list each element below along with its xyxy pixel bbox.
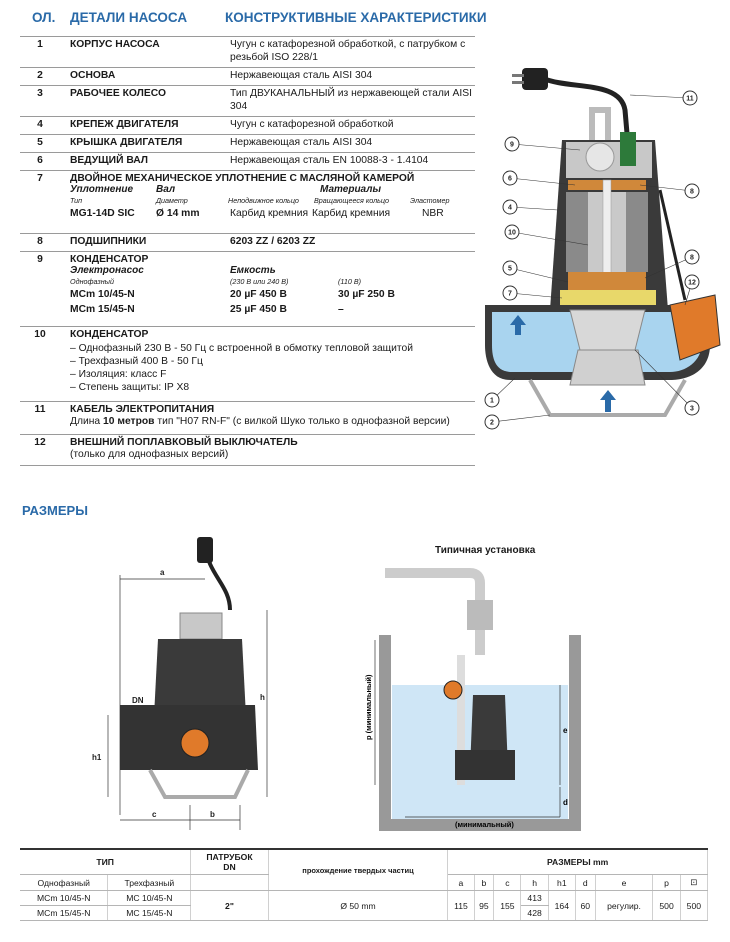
- th-col: d: [575, 874, 596, 891]
- dim-label-sq: (минимальный): [455, 820, 514, 829]
- arrow-up-icon: [510, 315, 526, 335]
- callout-label: 8: [690, 255, 694, 262]
- motor-cover: [179, 612, 223, 640]
- motor-specs: – Однофазный 230 В - 50 Гц с встроенной …: [70, 343, 413, 393]
- table-row: MCm 10/45-N MC 10/45-N 2" Ø 50 mm 115 95…: [20, 890, 709, 921]
- base-stand: [528, 379, 687, 417]
- th-col: a: [447, 874, 475, 891]
- handle: [589, 107, 611, 140]
- cable-gland: [620, 132, 636, 166]
- callout-label: 3: [690, 406, 694, 413]
- dim-label-h: h: [260, 693, 265, 702]
- callout-label: 1: [490, 398, 494, 405]
- callout-label: 2: [490, 420, 494, 427]
- valve: [467, 600, 493, 630]
- dimension-lines: [107, 575, 268, 830]
- arrow-up-icon: [600, 390, 616, 412]
- header-parts: ДЕТАЛИ НАСОСА: [70, 10, 188, 25]
- dim-label-a: a: [160, 568, 165, 577]
- th-col: e: [595, 874, 654, 891]
- section-title: РАЗМЕРЫ: [22, 503, 88, 518]
- callout-label: 4: [508, 205, 512, 212]
- base-stand: [148, 769, 250, 799]
- callout-label: 8: [690, 189, 694, 196]
- capacitor-details: Электронасос Емкость Однофазный (230 В и…: [70, 265, 395, 315]
- callout-label: 5: [508, 266, 512, 273]
- winding-bottom: [568, 272, 646, 290]
- table-subheader-row: Однофазный Трехфазный a b c h h1 d e p ⊡: [20, 874, 709, 891]
- installation-drawing: p (минимальный) e d (минимальный): [364, 568, 581, 831]
- th-col: h1: [548, 874, 576, 891]
- th-col: c: [493, 874, 522, 891]
- impeller: [569, 309, 646, 351]
- callout-label: 12: [688, 280, 696, 287]
- th-three: Трехфазный: [107, 874, 192, 891]
- seal-details: Уплотнение Вал Материалы Тип Диаметр Неп…: [70, 184, 450, 219]
- plug-icon: [522, 68, 548, 90]
- dim-label-e: e: [563, 726, 568, 735]
- th-col: b: [474, 874, 495, 891]
- header-characteristics: КОНСТРУКТИВНЫЕ ХАРАКТЕРИСТИКИ: [225, 10, 487, 25]
- dim-label-p: p (минимальный): [364, 674, 373, 740]
- th-type: ТИП: [20, 848, 192, 875]
- power-cable: [541, 75, 631, 146]
- sump-wall: [379, 635, 581, 831]
- dim-label-b: b: [210, 810, 215, 819]
- inlet: [569, 349, 646, 386]
- float-switch: [180, 728, 210, 758]
- install-caption: Типичная установка: [435, 545, 536, 556]
- callout-label: 9: [510, 142, 514, 149]
- callouts: 11 9 6 8 4 10 8 12 5 7 1 2 3: [484, 90, 700, 430]
- pump-dimension-drawing: a h h1 DN c b: [92, 537, 268, 830]
- th-col: ⊡: [680, 874, 709, 891]
- float-switch: [669, 294, 721, 361]
- dimension-lines: [374, 640, 561, 818]
- capacitor: [585, 142, 615, 172]
- th-single: Однофазный: [20, 874, 109, 891]
- dim-label-c: c: [152, 810, 157, 819]
- pump-cutaway-diagram: 11 9 6 8 4 10 8 12 5 7 1 2 3: [484, 68, 721, 430]
- dim-label-h1: h1: [92, 753, 102, 762]
- th-solids: прохождение твердых частиц: [268, 848, 449, 891]
- plug-icon: [197, 537, 213, 563]
- dim-label-dn: DN: [132, 696, 144, 705]
- header-num: ОЛ.: [32, 10, 56, 25]
- th-col: p: [652, 874, 681, 891]
- table-row: MCm 15/45-N MC 15/45-N 428: [20, 905, 708, 921]
- discharge-pipe: [385, 568, 485, 655]
- callout-label: 6: [508, 176, 512, 183]
- callout-label: 7: [508, 291, 512, 298]
- th-col: h: [520, 874, 549, 891]
- th-dims: РАЗМЕРЫ mm: [447, 848, 708, 875]
- callout-label: 10: [508, 230, 516, 237]
- dim-label-d: d: [563, 798, 568, 807]
- callout-label: 11: [686, 96, 694, 103]
- float-switch: [443, 680, 463, 700]
